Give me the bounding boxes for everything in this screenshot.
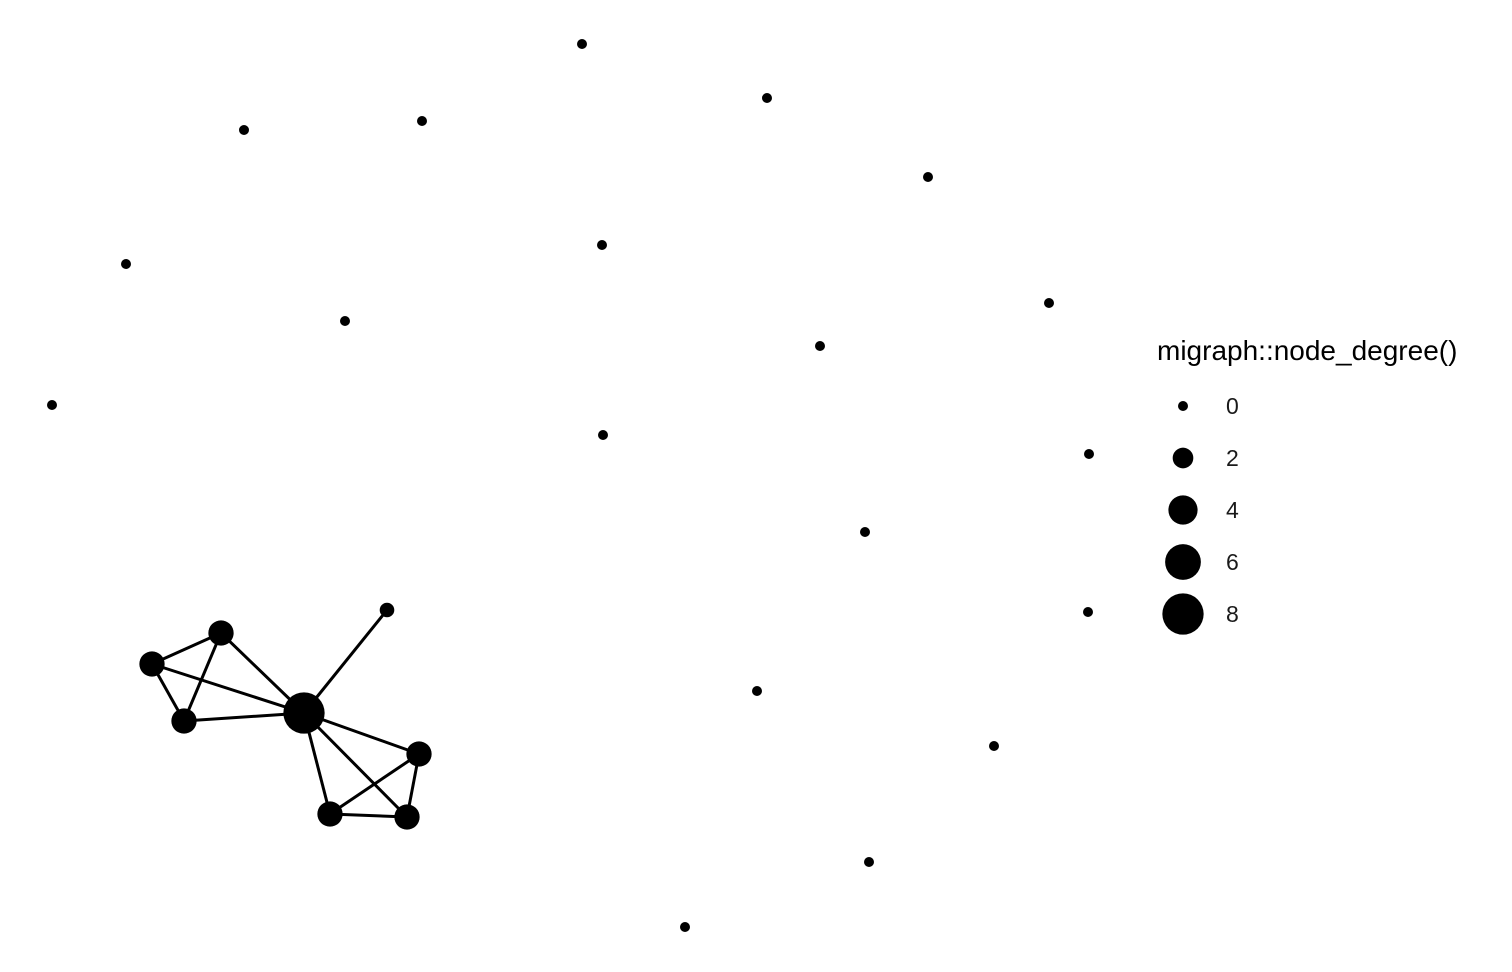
- node-iso3: [239, 125, 249, 135]
- node-iso19: [680, 922, 690, 932]
- legend-label-2: 2: [1226, 445, 1239, 471]
- node-iso7: [121, 259, 131, 269]
- node-iso4: [417, 116, 427, 126]
- legend-key-0: [1178, 401, 1188, 411]
- legend-key-4: [1168, 495, 1198, 525]
- legend-label-8: 8: [1226, 601, 1239, 627]
- edge-a-c: [182, 632, 223, 722]
- edge-b-hub: [151, 662, 305, 715]
- legend-keys: 0 2 4 6 8: [1162, 393, 1239, 635]
- edge-e-f: [329, 812, 408, 819]
- node-iso2: [762, 93, 772, 103]
- legend-key-2: [1172, 447, 1194, 469]
- node-iso6: [597, 240, 607, 250]
- node-iso18: [864, 857, 874, 867]
- node-iso14: [860, 527, 870, 537]
- node-d: [406, 741, 432, 767]
- node-iso8: [340, 316, 350, 326]
- edge-hub-leaf: [302, 609, 389, 714]
- node-b: [139, 651, 165, 677]
- legend-label-4: 4: [1226, 497, 1239, 523]
- edge-hub-f: [302, 711, 409, 819]
- legend-label-0: 0: [1226, 393, 1239, 419]
- node-leaf: [379, 602, 395, 618]
- legend-key-6: [1165, 544, 1201, 580]
- node-iso15: [1083, 607, 1093, 617]
- edge-d-e: [329, 752, 420, 816]
- node-iso1: [577, 39, 587, 49]
- node-a: [208, 620, 234, 646]
- node-iso5: [923, 172, 933, 182]
- legend-label-6: 6: [1226, 549, 1239, 575]
- node-iso12: [598, 430, 608, 440]
- node-iso10: [815, 341, 825, 351]
- legend-key-8: [1162, 593, 1204, 635]
- node-iso16: [752, 686, 762, 696]
- node-iso17: [989, 741, 999, 751]
- node-layer: [47, 39, 1094, 932]
- node-iso11: [47, 400, 57, 410]
- node-hub: [283, 692, 325, 734]
- node-iso9: [1044, 298, 1054, 308]
- node-iso13: [1084, 449, 1094, 459]
- node-f: [394, 804, 420, 830]
- node-e: [317, 801, 343, 827]
- legend-title: migraph::node_degree(): [1157, 335, 1457, 366]
- node-c: [171, 708, 197, 734]
